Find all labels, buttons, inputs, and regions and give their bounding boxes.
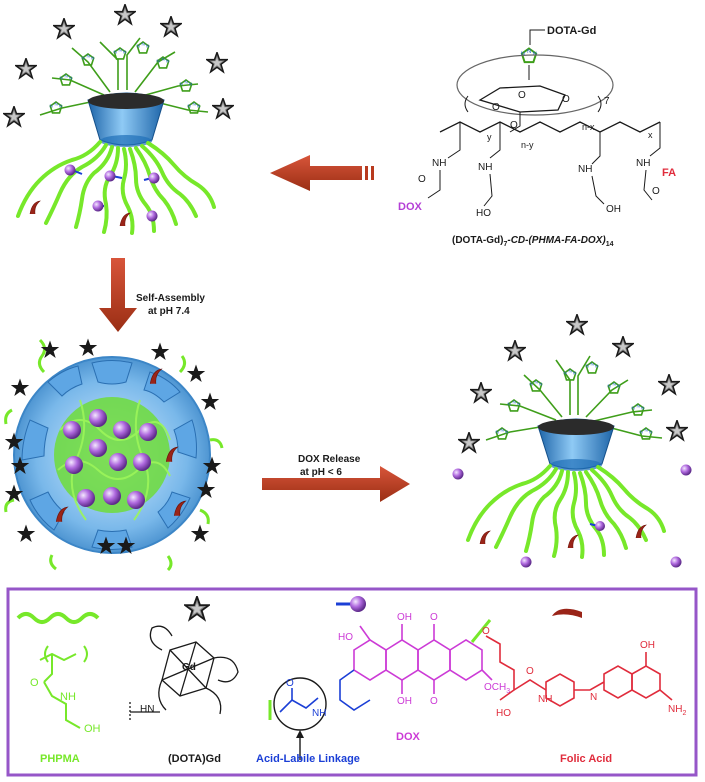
svg-text:at pH 7.4: at pH 7.4 [148,306,190,317]
dota-gd-label: DOTA-Gd [547,25,596,37]
legend-folic-acid-label: Folic Acid [560,753,612,765]
folate-ligand [567,534,579,549]
svg-text:O: O [482,626,490,637]
gd-star-black [150,342,170,360]
gd-star [53,18,75,39]
repeat-7: 7 [604,96,610,107]
cd-conjugate-loaded [3,4,234,235]
gd-star-black [78,338,98,356]
gd-star [114,4,136,25]
svg-text:NH2: NH2 [668,704,686,717]
svg-text:N: N [590,692,597,703]
svg-text:OH: OH [640,640,655,651]
folate-ligand [479,530,491,545]
svg-text:O: O [430,696,438,707]
legend-dox: OH O OH O HO OCH3 DOX [338,612,510,743]
legend-phpma-label: PHPMA [40,753,80,765]
legend-linkage: NH O Acid-Labile Linkage [256,596,366,765]
svg-text:OH: OH [84,723,101,735]
svg-text:O: O [652,186,660,197]
gd-star [612,336,634,357]
legend-linkage-label: Acid-Labile Linkage [256,753,360,765]
self-assembly-arrow [99,258,137,332]
folate-ligand [29,200,41,215]
gd-star [206,52,228,73]
polymer-chains [16,140,216,235]
svg-text:NH: NH [60,691,76,703]
cd-ring-outline [456,54,614,116]
fa-structure-label: FA [662,167,676,179]
svg-text:O: O [526,666,534,677]
svg-text:NH: NH [538,694,552,705]
svg-text:HO: HO [338,632,353,643]
svg-text:DOX Release: DOX Release [298,454,361,465]
gd-star-black [200,392,220,410]
legend-box: NH OH O PHPMA Gd HN (DOTA)Gd [6,587,698,777]
svg-text:HN: HN [140,704,154,715]
conversion-arrow [270,155,374,191]
svg-text:HO: HO [476,208,491,219]
gd-star [15,58,37,79]
svg-text:O: O [418,174,426,185]
svg-text:OH: OH [397,696,412,707]
gd-star [470,382,492,403]
dox-structure-label: DOX [398,201,423,213]
legend-dox-label: DOX [396,731,421,743]
svg-text:OH: OH [397,612,412,623]
self-assembly-label: Self-Assembly at pH 7.4 [136,293,205,317]
legend-dota-gd-label: (DOTA)Gd [168,753,221,765]
svg-text:Gd: Gd [182,662,196,673]
dox-payloads [64,164,160,222]
svg-text:O: O [562,94,570,105]
svg-text:O: O [286,678,294,689]
svg-text:NH: NH [312,708,326,719]
svg-text:NH: NH [636,158,650,169]
svg-text:at pH < 6: at pH < 6 [300,467,342,478]
svg-text:HO: HO [496,708,511,719]
gd-star-black [186,364,206,382]
gd-star [658,374,680,395]
surface-chains [4,338,224,572]
svg-text:x: x [648,130,653,140]
gd-star [504,340,526,361]
svg-text:Self-Assembly: Self-Assembly [136,293,205,304]
gd-star-black [16,524,36,542]
chemical-structure: DOTA-Gd O O O 7 O y n-y n-x x NH O DOX N… [398,25,676,219]
gd-star [212,98,234,119]
dox-core-particles [63,409,157,509]
cd-conjugate-released [452,314,692,568]
svg-text:OH: OH [606,204,621,215]
svg-text:O: O [30,677,39,689]
svg-text:NH: NH [432,158,446,169]
svg-text:O: O [510,120,518,131]
nanoparticle [4,338,224,572]
gd-star-black [190,524,210,542]
cyclodextrin-cone [87,92,165,147]
svg-text:OCH3: OCH3 [484,682,510,695]
gd-star [566,314,588,335]
svg-text:y: y [487,132,492,142]
gd-star [458,432,480,453]
svg-text:O: O [492,102,500,113]
svg-text:(DOTA-Gd)7-CD-(PHMA-FA-DOX)14: (DOTA-Gd)7-CD-(PHMA-FA-DOX)14 [452,235,614,248]
released-dox [452,464,692,568]
svg-text:O: O [518,90,526,101]
legend-dota-gd: Gd HN (DOTA)Gd [129,596,239,765]
gd-star-black [10,378,30,396]
folate-ligand [119,212,131,227]
dox-release-label: DOX Release at pH < 6 [298,454,361,478]
svg-text:n-x: n-x [582,122,595,132]
gd-star [3,106,25,127]
conjugate-title: (DOTA-Gd)7-CD-(PHMA-FA-DOX)14 [452,235,614,248]
legend-folic-acid: O HO O NH N OH NH2 Folic Acid [470,608,686,765]
gd-star [160,16,182,37]
gd-star [666,420,688,441]
legend-phpma: NH OH O PHPMA [16,612,101,765]
dox-release-arrow [262,466,410,502]
svg-text:n-y: n-y [521,140,534,150]
svg-text:NH: NH [478,162,492,173]
svg-text:O: O [430,612,438,623]
svg-text:NH: NH [578,164,592,175]
